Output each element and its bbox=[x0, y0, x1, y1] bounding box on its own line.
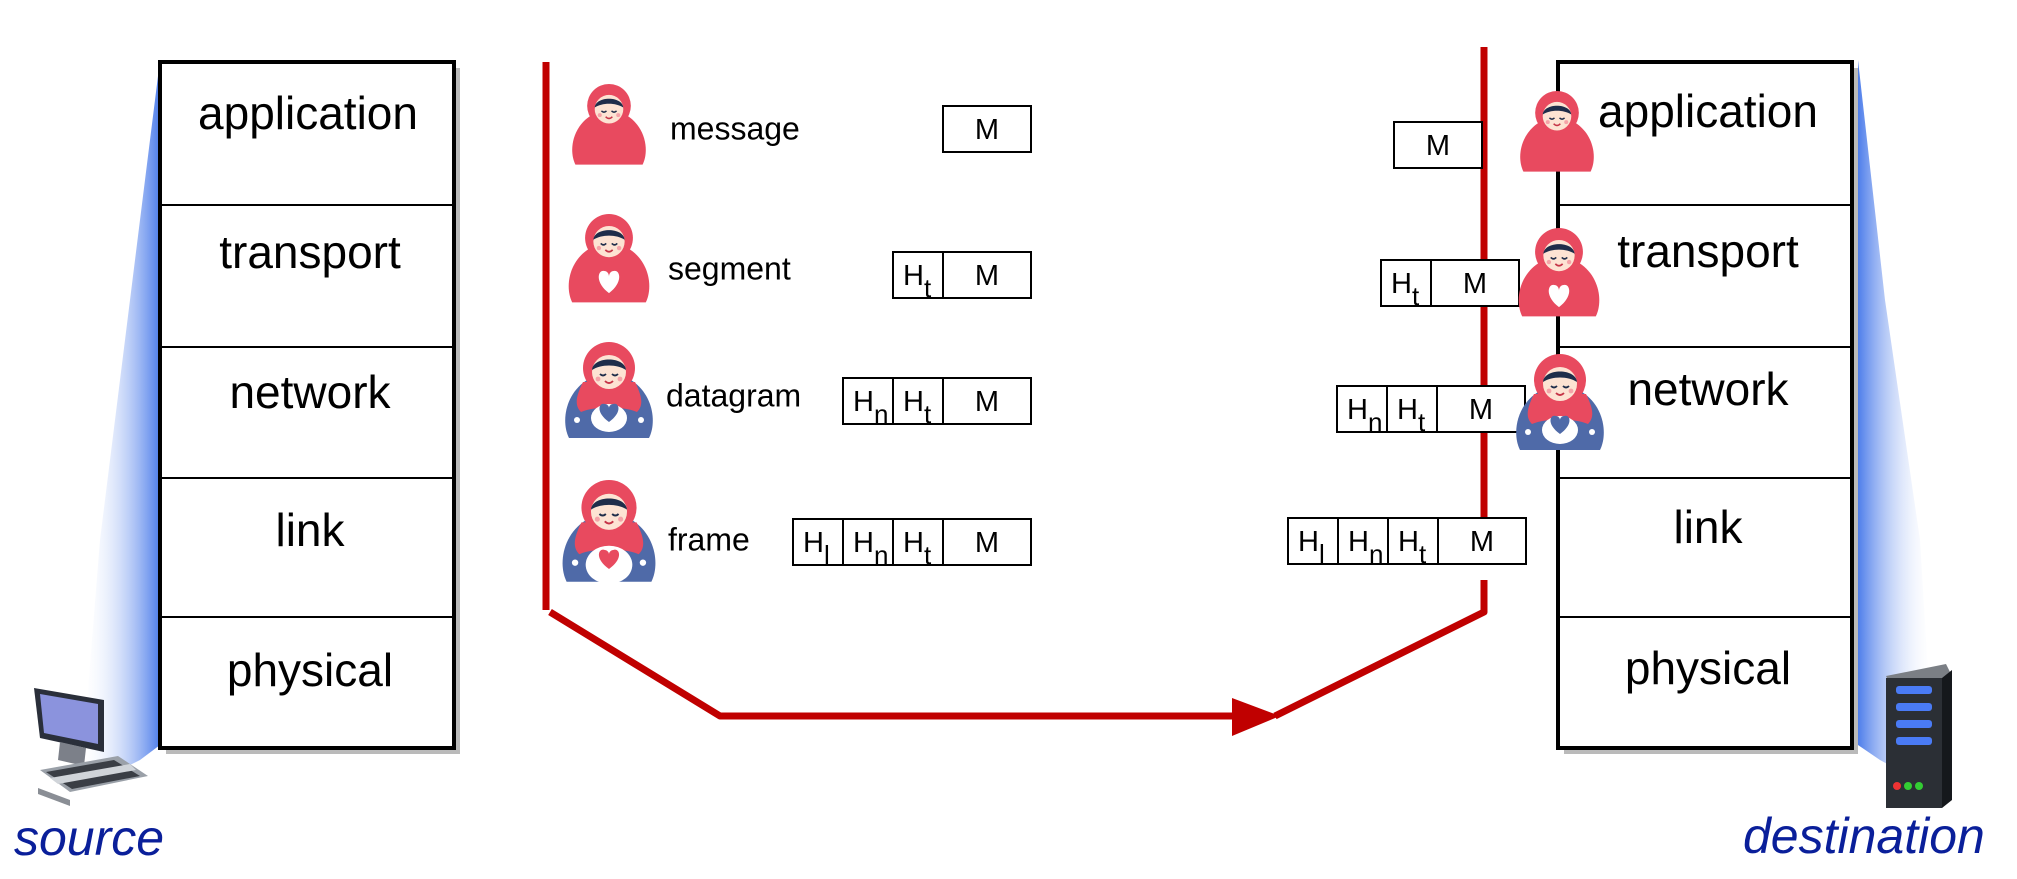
source-projection-shadow bbox=[80, 60, 160, 790]
matryoshka-dolls bbox=[562, 84, 1604, 584]
source-host-label: source bbox=[14, 810, 164, 866]
source-layer-application: application bbox=[198, 87, 418, 139]
pdu-label-frame: frame bbox=[668, 521, 750, 557]
source-segment-payload-label: M bbox=[975, 260, 999, 292]
destination-datagram-header-n-box bbox=[1336, 385, 1388, 433]
destination-frame-payload-label: M bbox=[1470, 526, 1494, 558]
pdu-label-segment: segment bbox=[668, 250, 791, 286]
datagram-doll-icon bbox=[565, 342, 653, 438]
pdu-label-datagram: datagram bbox=[666, 377, 801, 413]
arrowhead-icon bbox=[1232, 698, 1280, 736]
destination-protocol-stack: application transport network link physi… bbox=[1556, 60, 1858, 754]
destination-datagram-header-t-box bbox=[1386, 385, 1438, 433]
destination-layer-physical: physical bbox=[1625, 642, 1791, 694]
destination-segment-payload-label: M bbox=[1463, 268, 1487, 300]
source-frame-header-l-box bbox=[792, 518, 844, 566]
source-frame-payload-box bbox=[942, 518, 1032, 566]
source-datagram-header-n-box bbox=[842, 377, 894, 425]
source-message-payload-box bbox=[942, 105, 1032, 153]
source-layer-link: link bbox=[275, 504, 345, 556]
source-frame-payload-label: M bbox=[975, 527, 999, 559]
source-frame-header-n-box bbox=[842, 518, 894, 566]
source-layer-network: network bbox=[229, 366, 391, 418]
source-datagram-header-t-box bbox=[892, 377, 944, 425]
destination-layer-application: application bbox=[1598, 85, 1818, 137]
destination-frame-header-t-box bbox=[1387, 517, 1439, 565]
destination-frame-header-l-box bbox=[1287, 517, 1339, 565]
source-segment-payload-box bbox=[942, 251, 1032, 299]
source-datagram-payload-label: M bbox=[975, 386, 999, 418]
frame-doll-icon bbox=[562, 480, 656, 584]
destination-frame-header-n-box bbox=[1337, 517, 1389, 565]
desktop-computer-icon bbox=[34, 688, 148, 806]
destination-segment-header-t-box bbox=[1380, 259, 1432, 307]
source-protocol-stack: application transport network link physi… bbox=[158, 60, 460, 754]
source-datagram-payload-box bbox=[942, 377, 1032, 425]
message-doll-icon bbox=[572, 84, 646, 165]
destination-projection-shadow bbox=[1858, 60, 1935, 790]
pdu-label-message: message bbox=[670, 110, 800, 146]
destination-network-doll-icon bbox=[1516, 354, 1604, 450]
destination-message-payload-label: M bbox=[1426, 130, 1450, 162]
source-message-payload-label: M bbox=[975, 114, 999, 146]
destination-layer-network: network bbox=[1627, 363, 1789, 415]
server-tower-icon bbox=[1886, 664, 1952, 808]
destination-host-label: destination bbox=[1743, 808, 1985, 864]
source-layer-transport: transport bbox=[219, 226, 401, 278]
segment-doll-icon bbox=[568, 214, 650, 303]
destination-layer-transport: transport bbox=[1617, 225, 1799, 277]
destination-datagram-payload-label: M bbox=[1469, 394, 1493, 426]
source-layer-physical: physical bbox=[227, 644, 393, 696]
destination-segment-payload-box bbox=[1430, 259, 1520, 307]
source-frame-header-t-box bbox=[892, 518, 944, 566]
destination-transport-doll-icon bbox=[1518, 228, 1600, 317]
destination-application-doll-icon bbox=[1520, 91, 1594, 172]
destination-layer-link: link bbox=[1673, 501, 1743, 553]
source-segment-header-t-box bbox=[892, 251, 944, 299]
destination-message-payload-box bbox=[1393, 121, 1483, 169]
